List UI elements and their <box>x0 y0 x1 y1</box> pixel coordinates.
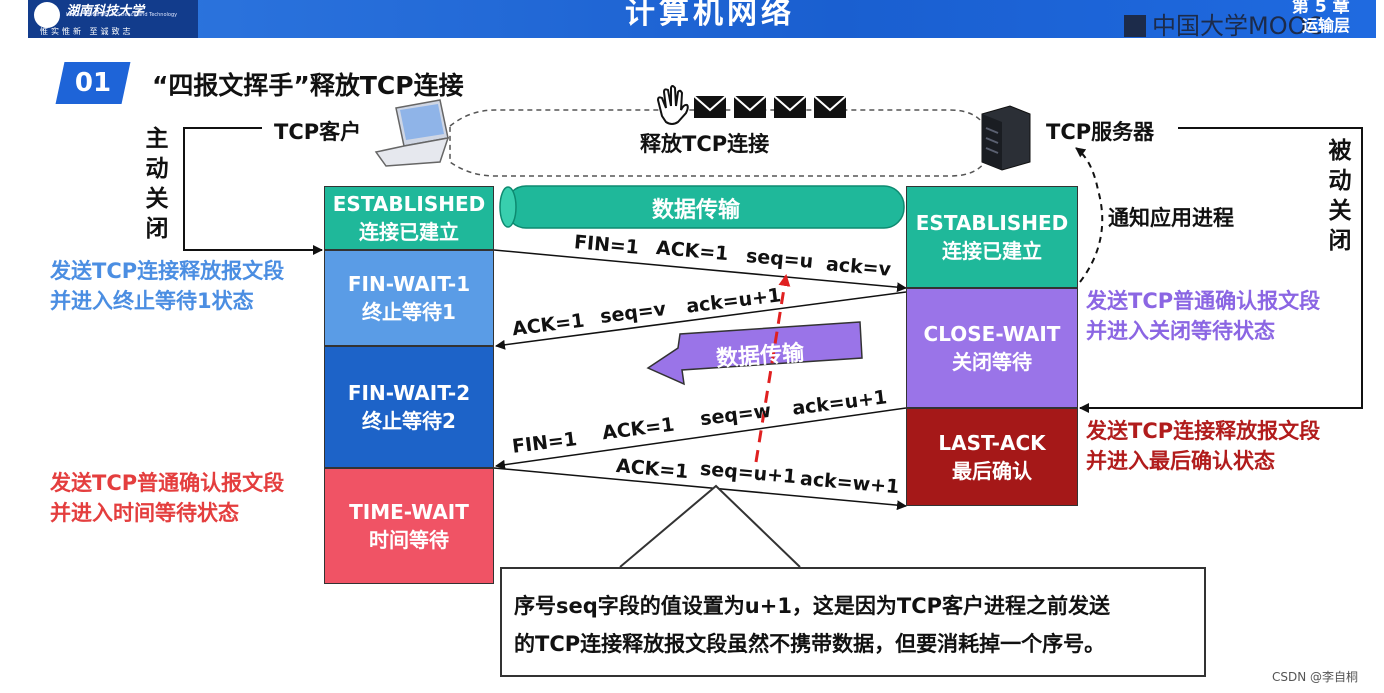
waving-hand-icon <box>656 85 689 125</box>
envelope-icon-3 <box>773 95 807 118</box>
client-label: TCP客户 <box>274 120 362 144</box>
passive-close-bracket <box>1079 127 1363 413</box>
server-label: TCP服务器 <box>1046 120 1155 144</box>
server-fin-annotation: 发送TCP连接释放报文段 并进入最后确认状态 <box>1086 419 1321 473</box>
active-close-label: 主 动 关 闭 <box>145 126 169 242</box>
notify-app-label: 通知应用进程 <box>1108 206 1234 230</box>
envelope-icon-2 <box>733 95 767 118</box>
title-banner <box>28 0 1376 38</box>
msg4-arrow <box>493 467 907 511</box>
reverse-data-transfer-label: 数据传输 <box>715 340 805 373</box>
msg1-arrow <box>493 249 907 293</box>
client-ack-annotation: 发送TCP普通确认报文段 并进入时间等待状态 <box>50 471 285 525</box>
active-close-bracket <box>183 127 323 255</box>
section-title: “四报文挥手”释放TCP连接 <box>152 71 464 100</box>
data-transfer-label: 数据传输 <box>652 198 741 223</box>
chapter-label: 第 5 章 <box>1292 0 1350 17</box>
envelope-icon-4 <box>813 95 847 118</box>
notify-dashed-arrow <box>1075 147 1104 283</box>
university-logo <box>28 0 198 38</box>
seq-explanation-note: 序号seq字段的值设置为u+1，这是因为TCP客户进程之前发送 的TCP连接释放… <box>500 567 1206 677</box>
seq-consumed-red-arrow <box>754 274 791 463</box>
mooc-brand: 中国大学MOOC <box>1152 12 1324 40</box>
university-motto: 惟实惟新 至诚致志 <box>40 27 134 36</box>
msg3-arrow <box>495 407 907 470</box>
client-fin-annotation: 发送TCP连接释放报文段 并进入终止等待1状态 <box>50 259 285 313</box>
csdn-watermark: CSDN @李自桐 <box>1272 670 1359 684</box>
university-name: 湖南科技大学 <box>66 4 145 19</box>
mooc-watermark: 中国大学MOOC <box>1124 6 1323 41</box>
mooc-logo-icon <box>1124 15 1146 37</box>
msg2-arrow <box>495 291 907 350</box>
server-ack-annotation: 发送TCP普通确认报文段 并进入关闭等待状态 <box>1086 289 1321 343</box>
university-emblem-icon <box>34 2 60 28</box>
server-icon <box>981 105 1031 171</box>
envelope-icon-1 <box>693 95 727 118</box>
note-callout-pointer <box>619 484 801 568</box>
passive-close-label: 被 动 关 闭 <box>1328 138 1352 254</box>
layer-label: 运输层 <box>1302 16 1351 35</box>
course-title: 计算机网络 <box>625 0 795 31</box>
reverse-data-transfer-arrow <box>646 321 863 386</box>
laptop-icon <box>374 99 450 167</box>
university-english-name: Hunan University of Science and Technolo… <box>66 12 178 18</box>
release-connection-label: 释放TCP连接 <box>640 132 770 156</box>
